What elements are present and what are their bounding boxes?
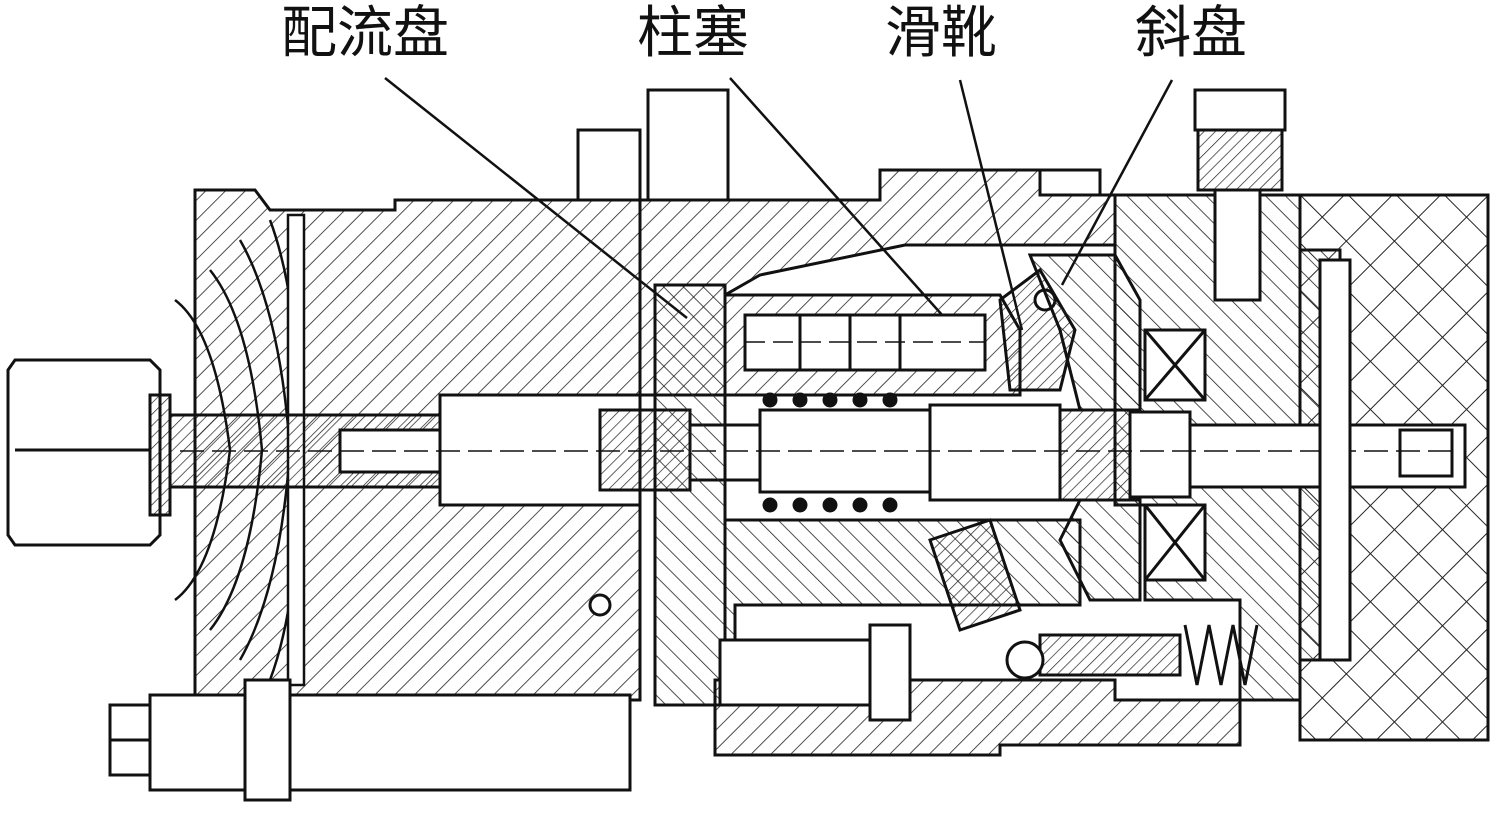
top-fittings bbox=[576, 88, 1287, 302]
adjuster-knob bbox=[1196, 128, 1284, 192]
return-spring bbox=[762, 392, 898, 513]
cylinder-block bbox=[723, 293, 1022, 397]
hex-nut bbox=[6, 358, 172, 547]
label-port-plate: 配流盘 bbox=[281, 1, 449, 66]
rear-bearing bbox=[1143, 258, 1352, 662]
leader-swash-plate bbox=[1060, 79, 1174, 286]
mounting-bolt bbox=[108, 678, 632, 802]
label-piston: 柱塞 bbox=[637, 1, 749, 66]
label-slipper: 滑靴 bbox=[885, 1, 997, 66]
port-plate bbox=[653, 283, 727, 707]
label-swash-plate: 斜盘 bbox=[1135, 1, 1247, 66]
swash-plate bbox=[1027, 253, 1142, 602]
control-valve bbox=[588, 593, 1259, 722]
